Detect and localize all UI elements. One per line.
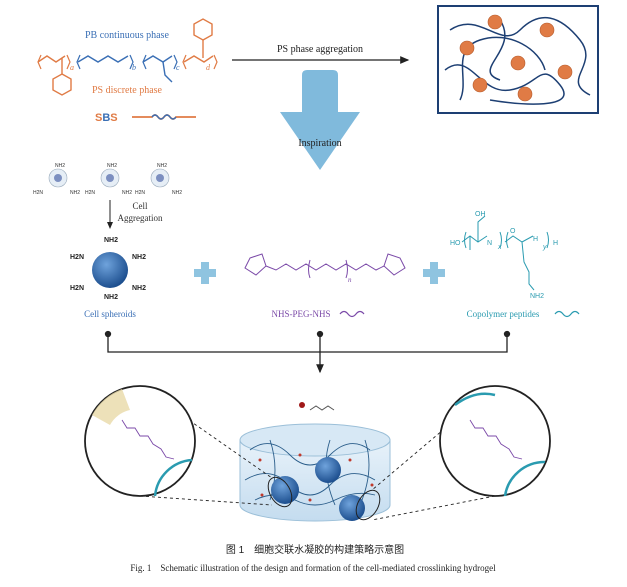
svg-text:NH2: NH2 xyxy=(172,190,182,196)
hydrogel-dish xyxy=(239,423,391,522)
zoom-circle-left xyxy=(84,385,196,497)
svg-text:NH2: NH2 xyxy=(70,190,80,196)
aggregation-arrow-label: PS phase aggregation xyxy=(277,44,363,55)
cell-aggregation-label: Cell xyxy=(133,201,148,211)
cell-aggregation-label: Aggregation xyxy=(118,213,163,223)
caption-english: Fig. 1 Schematic illustration of the des… xyxy=(130,563,496,573)
svg-text:NH2: NH2 xyxy=(104,237,118,244)
copolymer-peptide-structure: HO OH N x O H y H NH2 xyxy=(450,211,558,300)
svg-text:H2N: H2N xyxy=(70,285,84,292)
svg-text:H2N: H2N xyxy=(70,254,84,261)
sbs-structure: PB continuous phase a b c d PS discrete … xyxy=(37,18,218,124)
nhs-peg-nhs-label: NHS-PEG-NHS xyxy=(271,309,330,319)
peptide-chain-icon xyxy=(554,310,580,318)
svg-text:NH2: NH2 xyxy=(132,285,146,292)
plus-icon xyxy=(194,262,216,284)
svg-text:H2N: H2N xyxy=(33,190,43,196)
small-molecule-icon xyxy=(309,405,335,411)
subscript-a: a xyxy=(70,63,74,72)
pb-label: PB continuous phase xyxy=(85,30,169,41)
subscript-b: b xyxy=(132,63,136,72)
benzene-ring-icon xyxy=(193,18,213,41)
nhs-peg-nhs-structure xyxy=(244,253,406,279)
subscript-c: c xyxy=(176,63,180,72)
crosslinker-dot-icon xyxy=(299,402,305,408)
merge-connector xyxy=(104,330,511,374)
plus-icon xyxy=(423,262,445,284)
svg-text:HO: HO xyxy=(450,240,461,247)
inspiration-arrow xyxy=(280,70,360,170)
svg-text:y: y xyxy=(542,244,547,251)
caption-chinese: 图 1 细胞交联水凝胶的构建策略示意图 xyxy=(226,543,404,556)
zoom-circle-right xyxy=(439,385,551,497)
svg-text:NH2: NH2 xyxy=(157,163,167,169)
svg-text:O: O xyxy=(510,228,516,235)
cell-spheroids-label: Cell spheroids xyxy=(84,309,136,319)
svg-text:OH: OH xyxy=(475,211,486,218)
benzene-ring-icon xyxy=(52,73,72,96)
peg-chain-icon xyxy=(339,310,365,318)
ps-label: PS discrete phase xyxy=(92,85,163,96)
svg-text:H: H xyxy=(553,240,558,247)
svg-text:H: H xyxy=(533,236,538,243)
svg-text:H2N: H2N xyxy=(85,190,95,196)
svg-text:NH2: NH2 xyxy=(122,190,132,196)
svg-text:x: x xyxy=(497,244,502,251)
ps-aggregation-network xyxy=(437,5,599,114)
copolymer-peptides-label: Copolymer peptides xyxy=(467,309,540,319)
subscript-d: d xyxy=(206,63,211,72)
svg-text:NH2: NH2 xyxy=(55,163,65,169)
svg-text:N: N xyxy=(487,240,492,247)
peg-n-subscript: n xyxy=(348,276,352,284)
svg-text:NH2: NH2 xyxy=(530,293,544,300)
svg-text:H2N: H2N xyxy=(135,190,145,196)
svg-text:NH2: NH2 xyxy=(104,294,118,301)
sbs-label: SBS xyxy=(95,112,118,124)
inspiration-label: Inspiration xyxy=(298,138,341,149)
svg-text:NH2: NH2 xyxy=(107,163,117,169)
svg-text:NH2: NH2 xyxy=(132,254,146,261)
